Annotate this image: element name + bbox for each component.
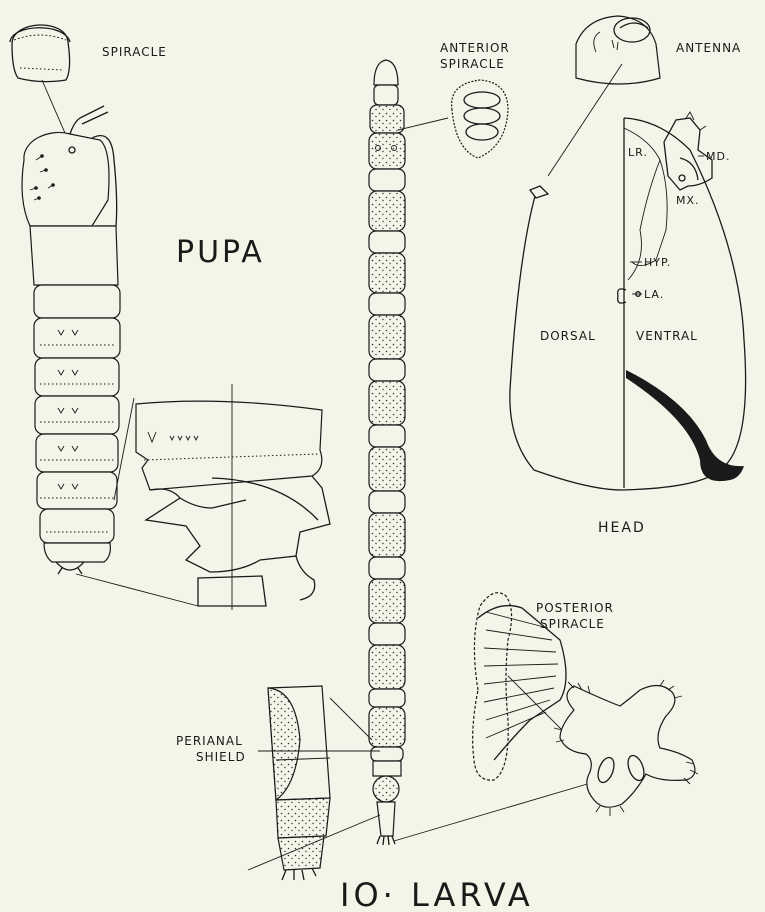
label-ventral: VENTRAL <box>636 329 698 343</box>
posterior-stigmal-field <box>554 680 698 816</box>
larva-body <box>369 60 405 845</box>
perianal-shield-detail <box>248 686 380 880</box>
pupa-tail-detail <box>136 384 330 610</box>
anterior-spiracle-pointer <box>398 118 448 130</box>
figure-title: IO· LARVA <box>340 876 534 912</box>
label-head: HEAD <box>598 520 646 536</box>
label-spiracle: SPIRACLE <box>102 45 167 59</box>
label-perianal-shield-1: PERIANAL <box>176 734 243 748</box>
label-la: LA. <box>644 288 664 301</box>
antenna-detail <box>576 16 660 84</box>
label-mx: MX. <box>676 194 700 207</box>
label-md: MD. <box>706 150 730 163</box>
anterior-spiracle-detail <box>452 80 508 158</box>
label-dorsal: DORSAL <box>540 329 596 343</box>
label-posterior-spiracle-2: SPIRACLE <box>540 617 605 631</box>
label-antenna: ANTENNA <box>676 41 741 55</box>
label-posterior-spiracle-1: POSTERIOR <box>536 601 614 615</box>
label-perianal-shield-2: SHIELD <box>196 750 246 764</box>
pupa-spiracle-detail <box>10 25 70 82</box>
label-lr: LR. <box>628 146 648 159</box>
pupa-detail-pointer-2 <box>76 574 198 606</box>
larva-head <box>510 112 746 490</box>
larva-tail-pointer <box>394 782 594 841</box>
label-pupa: PUPA <box>176 235 265 270</box>
label-anterior-spiracle-2: SPIRACLE <box>440 57 505 71</box>
pupa-spiracle-pointer <box>42 80 68 140</box>
label-anterior-spiracle-1: ANTERIOR <box>440 41 510 55</box>
pupa-body <box>22 106 120 574</box>
label-hyp: HYP. <box>644 256 671 269</box>
